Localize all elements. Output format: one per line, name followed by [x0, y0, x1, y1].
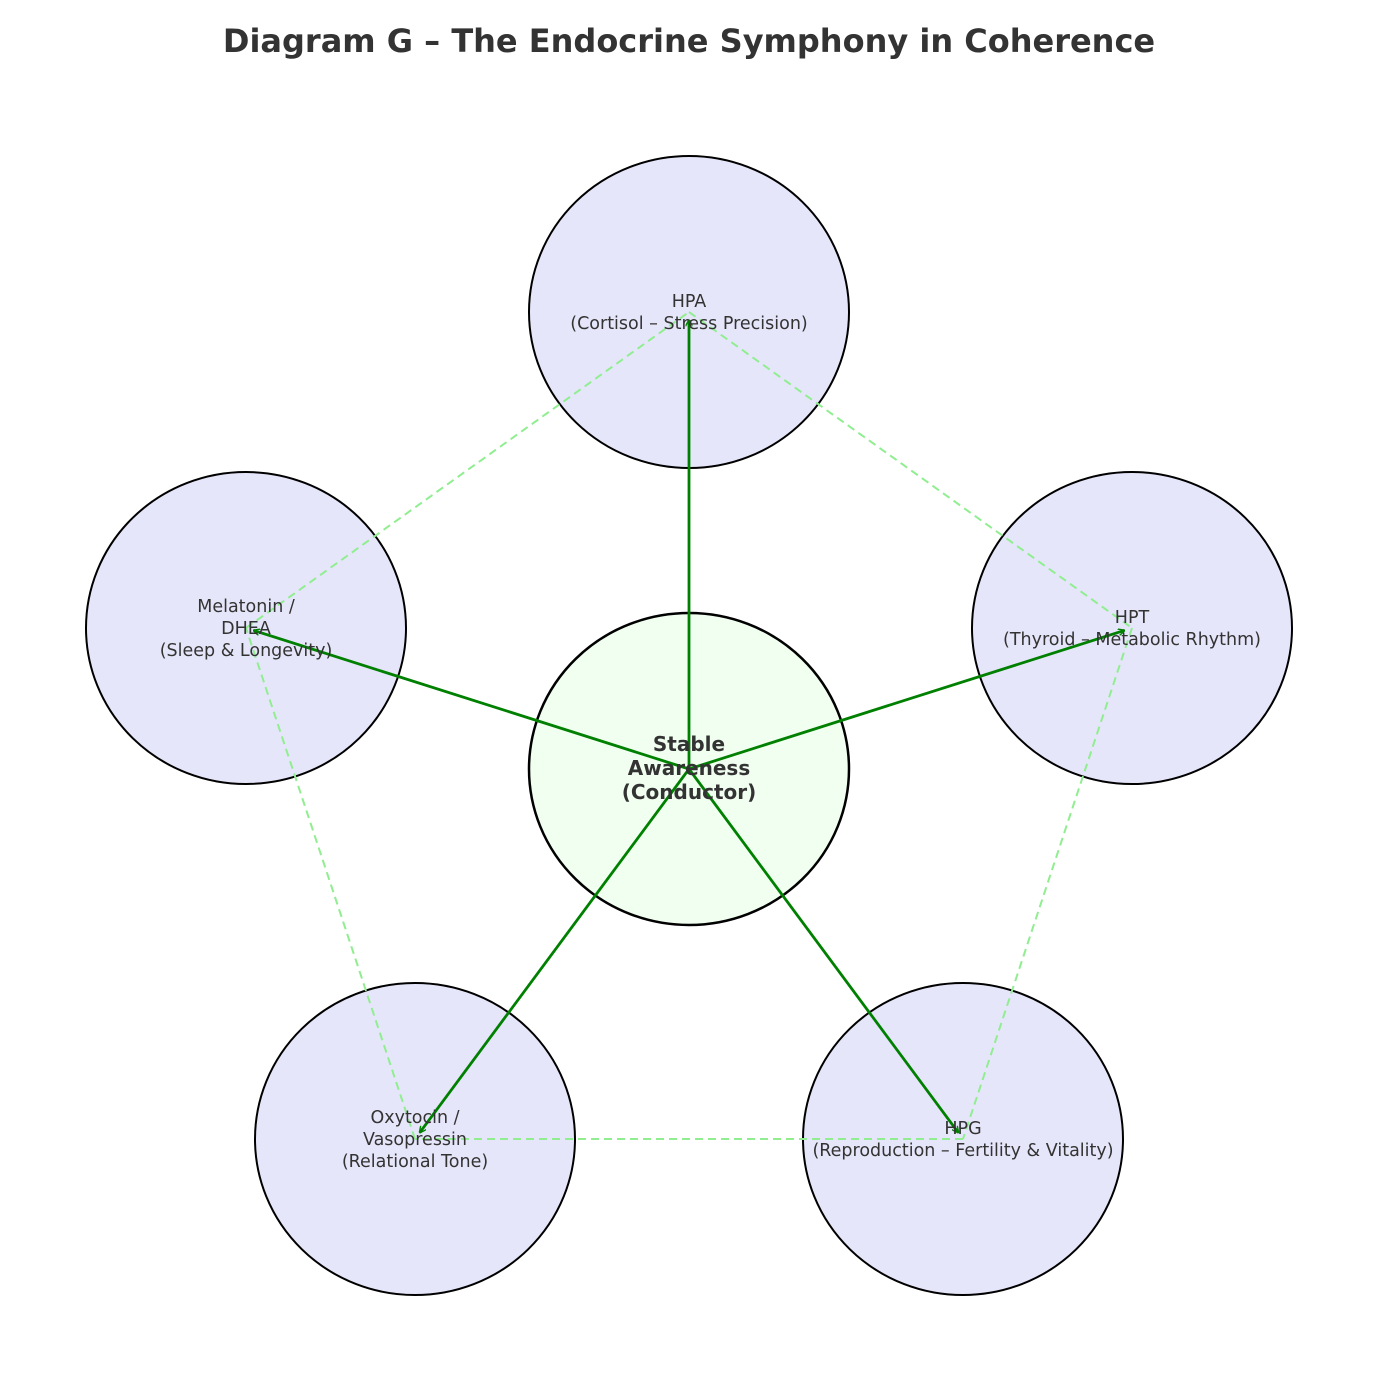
oxytocin-label-line: Vasopressin [363, 1130, 467, 1150]
ring-link-hpt-hpg [962, 627, 1133, 1140]
ring-link-hpa-hpt [688, 311, 1133, 629]
ring-link-oxytocin-melatonin [245, 627, 416, 1140]
hpt-label-line: (Thyroid – Metabolic Rhythm) [1003, 630, 1261, 650]
conductor-label-line: Awareness [628, 756, 751, 780]
arrow-conductor-to-oxytocin [420, 768, 691, 1133]
melatonin-label-line: Melatonin / [197, 597, 295, 617]
hpa-label-line: (Cortisol – Stress Precision) [570, 314, 808, 334]
oxytocin-label-line: (Relational Tone) [342, 1152, 488, 1172]
arrow-conductor-to-melatonin [254, 630, 690, 771]
melatonin-label-line: DHEA [221, 619, 271, 639]
diagram-title: Diagram G – The Endocrine Symphony in Co… [223, 22, 1155, 60]
hpt-label-line: HPT [1115, 608, 1150, 628]
conductor-label-line: Stable [653, 732, 725, 756]
hpg-label-line: (Reproduction – Fertility & Vitality) [812, 1141, 1113, 1161]
conductor-label-line: (Conductor) [622, 780, 757, 804]
oxytocin-label-line: Oxytocin / [370, 1108, 459, 1128]
arrow-conductor-to-hpt [688, 630, 1124, 771]
melatonin-label-line: (Sleep & Longevity) [160, 641, 333, 661]
hpa-label-line: HPA [672, 292, 707, 312]
arrow-conductor-to-hpg [687, 768, 958, 1133]
hpg-label-line: HPG [944, 1119, 981, 1139]
ring-link-melatonin-hpa [245, 311, 690, 629]
